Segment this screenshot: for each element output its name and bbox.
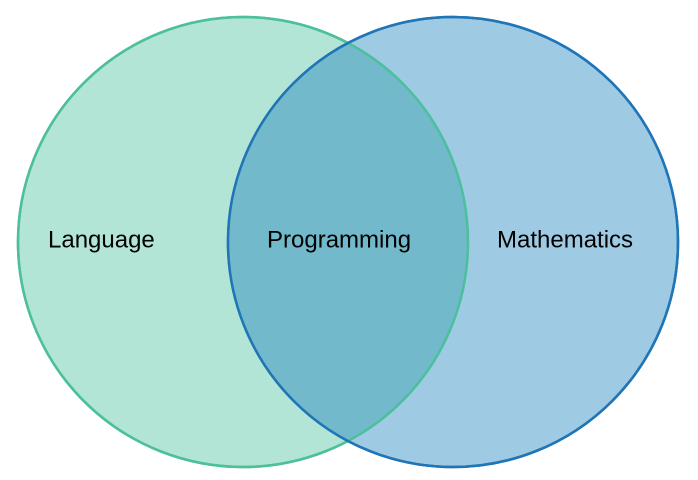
language-label: Language (48, 226, 155, 253)
mathematics-label: Mathematics (497, 226, 633, 253)
intersection-label: Programming (267, 226, 411, 253)
intersection-region (228, 17, 468, 467)
language-circle-outline (16, 15, 470, 469)
mathematics-circle-outline (226, 15, 680, 469)
